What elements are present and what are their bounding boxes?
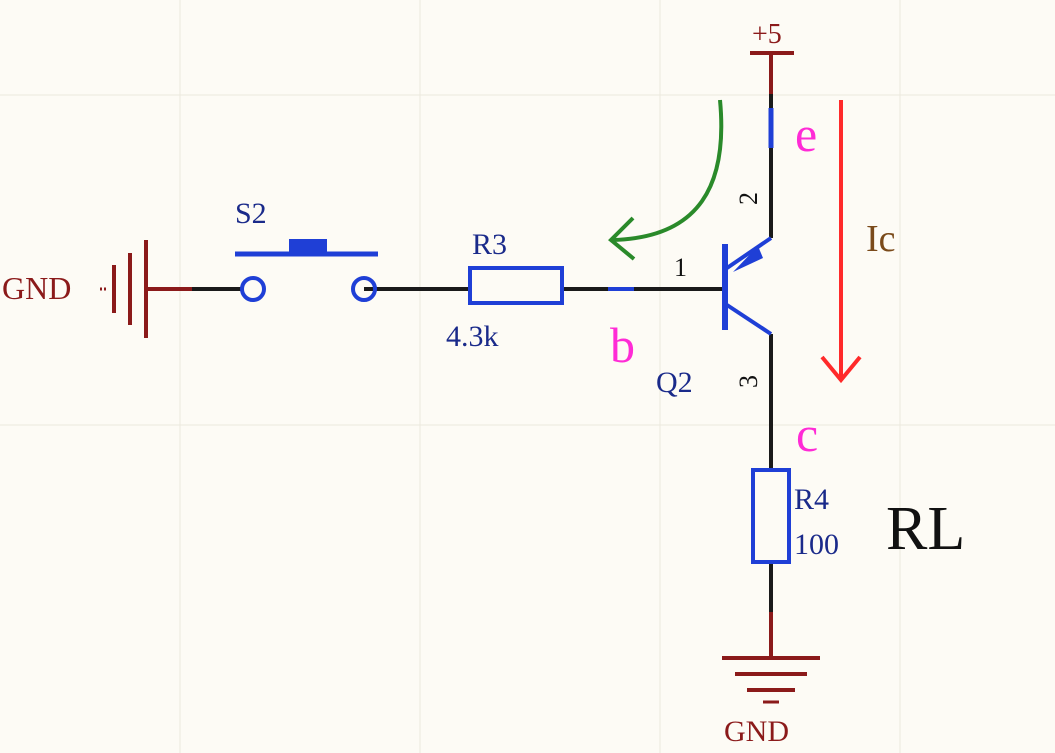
r3-value-label: 4.3k [446, 320, 499, 353]
pin-base-label: 1 [674, 253, 687, 282]
r4-name-label: R4 [794, 483, 829, 516]
switch-label: S2 [235, 197, 267, 230]
switch-s2-icon[interactable] [235, 239, 378, 302]
resistor-r3-icon[interactable] [468, 266, 634, 305]
curved-flow-arrow-icon [608, 99, 724, 261]
vcc-label: +5 [752, 19, 782, 50]
transistor-q2-icon[interactable] [722, 108, 774, 336]
pin-emitter-label: 2 [734, 192, 763, 205]
vcc-power-icon[interactable] [750, 51, 794, 94]
load-label: RL [886, 495, 965, 563]
current-arrow-icon [820, 100, 862, 384]
ground-left-icon[interactable] [100, 240, 192, 338]
current-label: Ic [866, 218, 896, 260]
ground-bottom-icon[interactable] [722, 612, 820, 704]
r3-name-label: R3 [472, 228, 507, 261]
pin-collector-label: 3 [734, 375, 763, 388]
terminal-c-label: c [796, 406, 818, 462]
gnd-bottom-label: GND [724, 715, 789, 748]
r4-value-label: 100 [794, 528, 839, 561]
terminal-b-label: b [610, 317, 635, 373]
resistor-r4-icon[interactable] [751, 468, 791, 564]
terminal-e-label: e [795, 106, 817, 162]
transistor-label: Q2 [656, 366, 693, 399]
gnd-left-label: GND [2, 270, 71, 306]
